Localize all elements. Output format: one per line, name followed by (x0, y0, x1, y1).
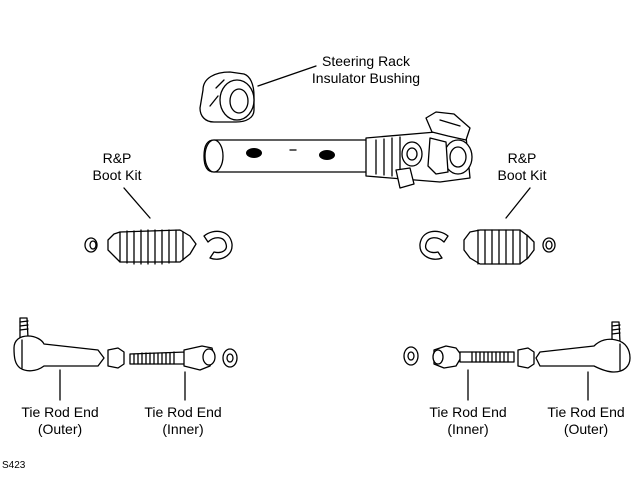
left-inner-tie-rod-label: Tie Rod End (Inner) (144, 404, 221, 438)
bushing-leader-line (257, 65, 317, 87)
left-outer-tie-rod-label: Tie Rod End (Outer) (21, 404, 98, 438)
right-outer-tie-rod-label-line2: (Outer) (563, 421, 609, 437)
left-boot-leader-line (123, 187, 151, 219)
figure-code: S423 (2, 460, 26, 471)
left-boot-kit-label-line1: R&P (102, 150, 132, 166)
left-inner-tie-rod-label-line1: Tie Rod End (144, 404, 222, 420)
rack-bushing-label: Steering Rack Insulator Bushing (312, 53, 420, 87)
right-inner-tie-rod-label-line2: (Inner) (447, 421, 489, 437)
left-jam-nut (107, 347, 125, 369)
rack-bushing-label-line1: Steering Rack (322, 53, 410, 69)
left-outer-tie-rod-end (13, 317, 105, 372)
rack-bushing-label-line2: Insulator Bushing (311, 70, 421, 86)
right-inner-tie-rod-label: Tie Rod End (Inner) (429, 404, 506, 438)
right-jam-nut (517, 347, 535, 369)
left-boot-kit (84, 229, 233, 265)
right-boot-kit (419, 229, 556, 265)
right-boot-kit-label: R&P Boot Kit (497, 150, 546, 184)
steering-rack (203, 111, 473, 189)
left-outer-tie-rod-label-line2: (Outer) (37, 421, 83, 437)
right-outer-tie-rod-end (535, 321, 631, 373)
right-outer-tie-rod-label: Tie Rod End (Outer) (547, 404, 624, 438)
right-outer-tie-rod-label-line1: Tie Rod End (547, 404, 625, 420)
left-inner-tie-rod-label-line2: (Inner) (162, 421, 204, 437)
right-boot-kit-label-line2: Boot Kit (497, 167, 547, 183)
left-inner-tie-rod-end (129, 345, 238, 371)
right-inner-tie-rod-end (403, 345, 515, 369)
left-boot-kit-label-line2: Boot Kit (92, 167, 142, 183)
left-boot-kit-label: R&P Boot Kit (92, 150, 141, 184)
right-inner-tie-rod-label-line1: Tie Rod End (429, 404, 507, 420)
right-boot-kit-label-line1: R&P (507, 150, 537, 166)
insulator-bushing (199, 71, 255, 123)
left-outer-tie-rod-label-line1: Tie Rod End (21, 404, 99, 420)
right-boot-leader-line (505, 187, 531, 219)
